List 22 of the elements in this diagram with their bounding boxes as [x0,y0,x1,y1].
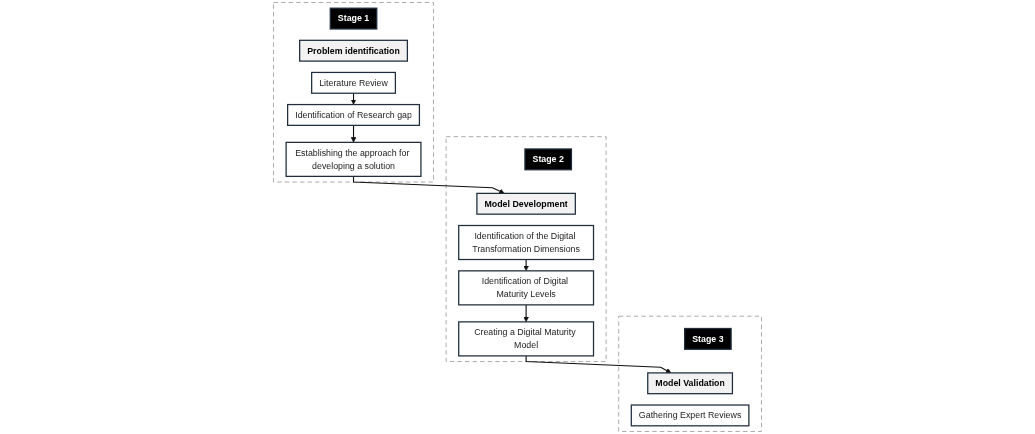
arrow [350,124,357,143]
arrow [523,258,529,272]
cluster [273,2,434,183]
node-box: Identification of the Digital Transformation Dimensions [458,224,595,261]
node-box: Model Development [476,192,576,215]
node-box: Establishing the approach for developing a solution [285,141,422,177]
node-box: Problem identification [299,39,408,62]
node-box: Identification of Research gap [287,103,421,126]
node-box: Stage 2 [524,148,573,171]
node-box: Stage 1 [329,7,378,30]
arrow [350,92,357,105]
cluster [445,136,607,363]
node-box: Stage 3 [684,327,732,350]
node-box: Model Validation [647,372,734,395]
arrow [525,355,672,374]
node-box: Creating a Digital Maturity Model [458,321,595,357]
node-box: Identification of Digital Maturity Levels [458,270,595,306]
arrow [523,304,529,323]
arrow [352,175,505,194]
cluster [618,315,762,432]
node-box: Literature Review [311,71,396,94]
node-box: Gathering Expert Reviews [630,404,750,427]
